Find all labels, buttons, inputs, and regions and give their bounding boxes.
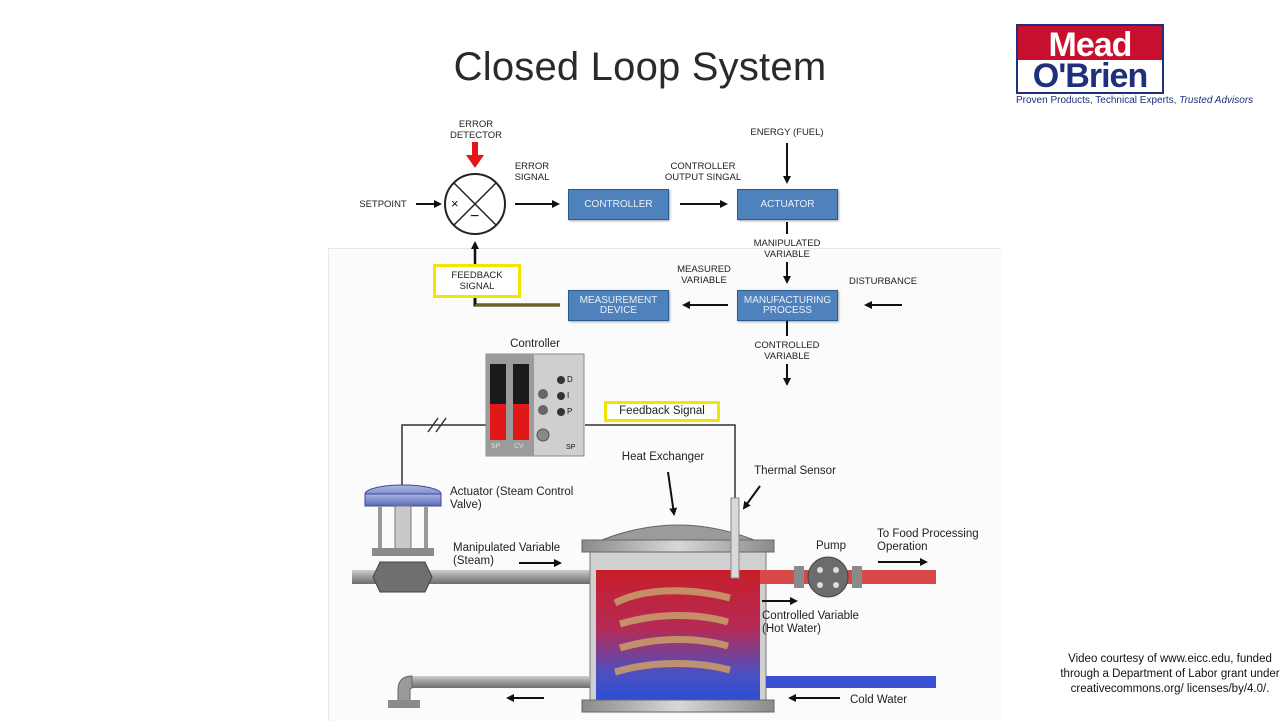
pump <box>794 556 862 598</box>
manufacturing-process-block: MANUFACTURING PROCESS <box>737 290 838 321</box>
feedback-wire <box>585 424 736 500</box>
error-detector-label: ERROR DETECTOR <box>449 119 503 141</box>
manipulated-variable-label: MANIPULATED VARIABLE <box>753 238 821 260</box>
valve-body <box>372 561 433 593</box>
heat-exchanger-label: Heat Exchanger <box>621 451 705 463</box>
drain-elbow <box>397 675 413 705</box>
summing-minus-label: − <box>470 208 480 225</box>
controller-unit <box>485 353 585 457</box>
heat-exchanger-tank <box>581 524 775 713</box>
disturbance-label: DISTURBANCE <box>848 276 918 287</box>
process-controller-label: Controller <box>510 338 560 350</box>
controller-output-label: CONTROLLER OUTPUT SINGAL <box>664 161 742 183</box>
heat-exchanger-arrow <box>667 471 678 516</box>
actuator-block: ACTUATOR <box>737 189 838 220</box>
video-credit: Video courtesy of www.eicc.edu, funded t… <box>1060 653 1280 695</box>
tagline-plain: Proven Products, Technical Experts, <box>1016 95 1180 106</box>
pump-label: Pump <box>815 540 847 552</box>
btn-d-label: D <box>567 375 573 384</box>
steam-control-valve <box>364 484 442 556</box>
energy-label: ENERGY (FUEL) <box>750 127 824 138</box>
controlled-variable-process-label: Controlled Variable (Hot Water) <box>762 610 859 635</box>
controlled-variable-label: CONTROLLED VARIABLE <box>754 340 820 362</box>
process-feedback-label: Feedback Signal <box>604 401 720 422</box>
btn-p-label: P <box>567 407 573 416</box>
controller-block: CONTROLLER <box>568 189 669 220</box>
measurement-device-block: MEASUREMENT DEVICE <box>568 290 669 321</box>
thermal-sensor-label: Thermal Sensor <box>754 465 836 477</box>
drain-pipe <box>412 676 590 688</box>
controller-valve-wire <box>401 424 487 486</box>
error-signal-label: ERROR SIGNAL <box>514 161 550 183</box>
to-food-label: To Food Processing Operation <box>877 528 979 553</box>
btn-i-label: I <box>567 391 570 400</box>
logo-tagline: Proven Products, Technical Experts, Trus… <box>1016 95 1276 106</box>
cold-water-label: Cold Water <box>850 694 908 706</box>
measured-variable-label: MEASURED VARIABLE <box>677 264 731 286</box>
wire-break-2 <box>435 417 447 433</box>
wire-break-1 <box>427 417 439 433</box>
logo-line1: Mead <box>1016 24 1164 62</box>
setpoint-label: SETPOINT <box>359 199 407 210</box>
bar-sp-label: SP <box>491 443 501 450</box>
logo-line2: O'Brien <box>1016 59 1164 94</box>
tagline-italic: Trusted Advisors <box>1179 95 1254 106</box>
thermal-sensor-arrow <box>742 485 761 510</box>
company-logo: Mead O'Brien <box>1016 24 1164 94</box>
actuator-label: Actuator (Steam Control Valve) <box>450 486 574 511</box>
feedback-signal-label: FEEDBACK SIGNAL <box>433 264 521 298</box>
thermal-sensor-probe <box>730 497 740 579</box>
btn-sp-label: SP <box>566 444 576 451</box>
cold-water-pipe <box>766 676 936 688</box>
bar-cv-label: CV <box>514 443 524 450</box>
manipulated-variable-process-label: Manipulated Variable (Steam) <box>453 542 561 567</box>
summing-times-label: × <box>451 196 459 211</box>
error-detector-arrow <box>466 142 484 168</box>
summing-junction <box>444 173 506 235</box>
drain-outlet <box>388 700 420 708</box>
page-title: Closed Loop System <box>453 45 827 89</box>
